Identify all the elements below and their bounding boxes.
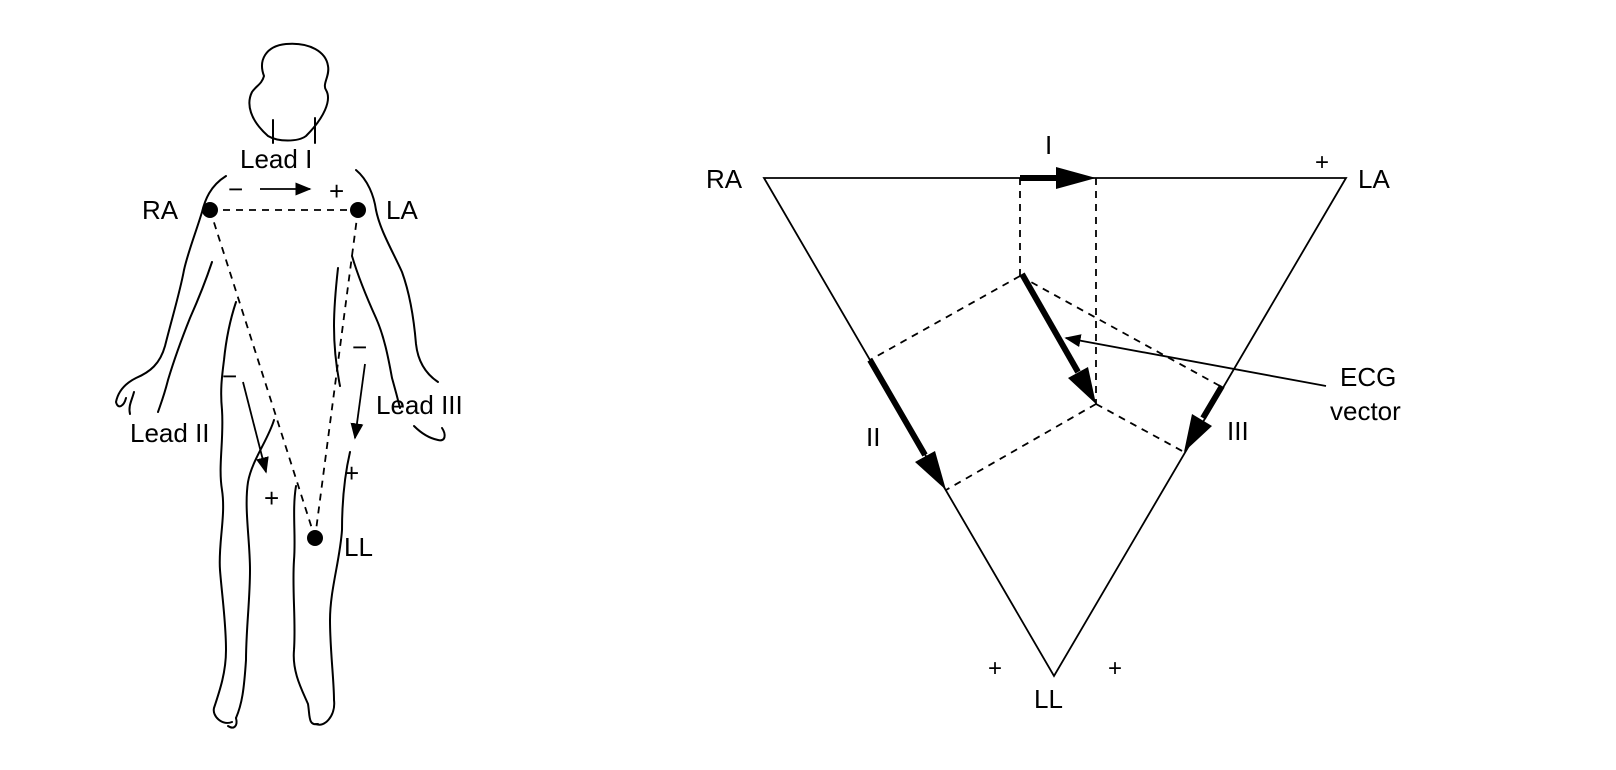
- proj-ii-start: [869, 275, 1021, 361]
- lead-i-plus: +: [329, 176, 344, 206]
- lead-iii-minus: −: [352, 332, 367, 362]
- neck: [272, 117, 316, 144]
- tri-ra-label: RA: [706, 164, 743, 194]
- left-leg-outer: [315, 451, 351, 726]
- lead-iii-dashed-line: [314, 209, 359, 539]
- proj-iii-end: [1095, 403, 1185, 453]
- tri-lead-ii-label: II: [866, 422, 880, 452]
- einthoven-triangle: RA LA + I II III ECG vector + + LL: [706, 130, 1401, 714]
- tri-la-label: LA: [1358, 164, 1390, 194]
- la-label: LA: [386, 195, 418, 225]
- tri-ll-plus-right: +: [1108, 655, 1122, 682]
- lead-i-label: Lead I: [240, 144, 312, 174]
- right-leg-outer: [212, 409, 233, 724]
- right-shoulder: [115, 175, 227, 408]
- lead-iii-plus: +: [344, 458, 359, 488]
- body-figure: Lead I − + RA LA − Lead II + − Lead III …: [115, 42, 463, 729]
- ra-label: RA: [142, 195, 179, 225]
- lead-ii-label: Lead II: [130, 418, 210, 448]
- head-outline: [248, 42, 330, 142]
- tri-ll-label: LL: [1034, 684, 1063, 714]
- lead-ii-minus: −: [222, 361, 237, 391]
- right-arm-inner: [157, 261, 213, 413]
- ra-electrode: [202, 202, 218, 218]
- la-electrode: [350, 202, 366, 218]
- lead-ii-vector: [867, 358, 946, 490]
- lead-i-vector: [1020, 167, 1096, 189]
- ecg-vector-label-line1: ECG: [1340, 362, 1396, 392]
- ecg-vector-pointer: [1064, 334, 1327, 387]
- proj-ii-end: [945, 403, 1097, 491]
- lead-i-minus: −: [228, 174, 243, 204]
- lead-ii-arrow: [242, 381, 269, 474]
- lead-iii-arrow: [350, 363, 366, 440]
- ll-label: LL: [344, 532, 373, 562]
- ll-electrode: [307, 530, 323, 546]
- right-foot: [227, 717, 238, 729]
- left-shoulder: [355, 169, 439, 383]
- tri-ll-plus-left: +: [988, 655, 1002, 682]
- ecg-vector-label-line2: vector: [1330, 396, 1401, 426]
- left-hand: [413, 425, 446, 442]
- torso-right: [220, 301, 237, 411]
- lead-ii-dashed-line: [209, 209, 316, 539]
- lead-iii-label: Lead III: [376, 390, 463, 420]
- tri-lead-iii-label: III: [1227, 416, 1249, 446]
- left-arm-inner: [351, 255, 401, 409]
- left-leg-inner: [292, 485, 319, 726]
- triangle-outline: [762, 177, 1348, 678]
- ecg-vector: [1019, 272, 1096, 404]
- right-leg-inner: [235, 419, 275, 719]
- lead-ii-plus: +: [264, 483, 279, 513]
- lead-iii-vector: [1184, 384, 1225, 452]
- right-hand-detail: [128, 391, 135, 415]
- tri-la-plus: +: [1315, 149, 1329, 176]
- tri-lead-i-label: I: [1045, 130, 1052, 160]
- proj-iii-start: [1019, 275, 1221, 387]
